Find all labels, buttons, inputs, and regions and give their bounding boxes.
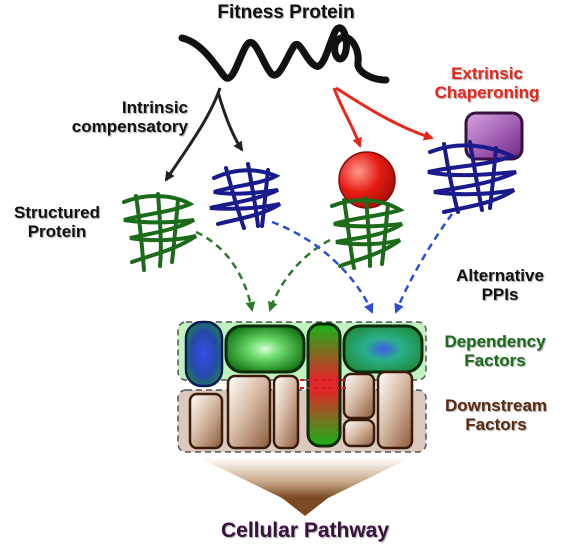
downstream-line-2: Factors bbox=[465, 415, 527, 435]
pathway-arrowhead bbox=[282, 498, 328, 516]
dependency-line-1: Dependency bbox=[444, 332, 546, 351]
extrinsic-line-1: Extrinsic bbox=[451, 64, 523, 83]
structured-line-1: Structured bbox=[14, 203, 100, 222]
structured-protein-label: Structured Protein bbox=[0, 203, 114, 241]
downstream-factor-3 bbox=[272, 374, 300, 450]
downstream-factor-2 bbox=[226, 374, 272, 450]
fitness-protein-squiggle bbox=[178, 24, 390, 84]
intrinsic-arrow-right bbox=[216, 91, 244, 152]
structured-line-2: Protein bbox=[27, 222, 87, 242]
extrinsic-line-2: Chaperoning bbox=[434, 83, 540, 103]
dashed-arrow-green-left bbox=[195, 230, 256, 312]
shared-factor-tall bbox=[306, 322, 342, 448]
blue-folded-protein-right bbox=[427, 140, 518, 214]
green-folded-protein-left bbox=[122, 192, 198, 272]
downstream-line-1: Downstream bbox=[444, 396, 548, 415]
title-fitness-protein: Fitness Protein bbox=[217, 2, 355, 23]
alternative-line-2: PPIs bbox=[481, 285, 519, 305]
dashed-arrow-blue-right bbox=[394, 213, 454, 314]
cellular-pathway-label: Cellular Pathway bbox=[220, 519, 390, 542]
alternative-line-1: Alternative bbox=[456, 266, 544, 285]
alternative-ppis-label: Alternative PPIs bbox=[440, 266, 560, 304]
intrinsic-line-1: Intrinsic bbox=[121, 98, 188, 117]
pathway-funnel bbox=[200, 458, 410, 498]
extrinsic-chaperoning-label: Extrinsic Chaperoning bbox=[412, 64, 562, 102]
green-folded-protein-center bbox=[330, 196, 405, 270]
dependency-factor-blue-oval bbox=[184, 320, 224, 388]
intrinsic-arrow-left bbox=[164, 87, 222, 182]
intrinsic-line-2: compensatory bbox=[71, 117, 188, 137]
dependency-factor-green-box bbox=[224, 324, 306, 374]
downstream-factor-5 bbox=[342, 418, 376, 448]
dependency-factors-label: Dependency Factors bbox=[430, 332, 560, 370]
dashed-arrow-blue-center bbox=[271, 220, 374, 314]
blue-folded-protein-center bbox=[209, 162, 282, 230]
cross-link-dashes bbox=[300, 379, 346, 389]
downstream-factors-label: Downstream Factors bbox=[428, 396, 564, 434]
dependency-factor-blue-box bbox=[342, 324, 424, 374]
dashed-arrow-green-center bbox=[267, 238, 331, 312]
downstream-factor-6 bbox=[376, 370, 414, 450]
extrinsic-arrow-down bbox=[332, 87, 362, 148]
dependency-line-2: Factors bbox=[464, 351, 526, 371]
intrinsic-compensatory-label: Intrinsic compensatory bbox=[56, 98, 188, 136]
extrinsic-arrow-right bbox=[335, 86, 434, 141]
downstream-factor-4 bbox=[342, 372, 376, 420]
downstream-factor-1 bbox=[188, 392, 224, 450]
